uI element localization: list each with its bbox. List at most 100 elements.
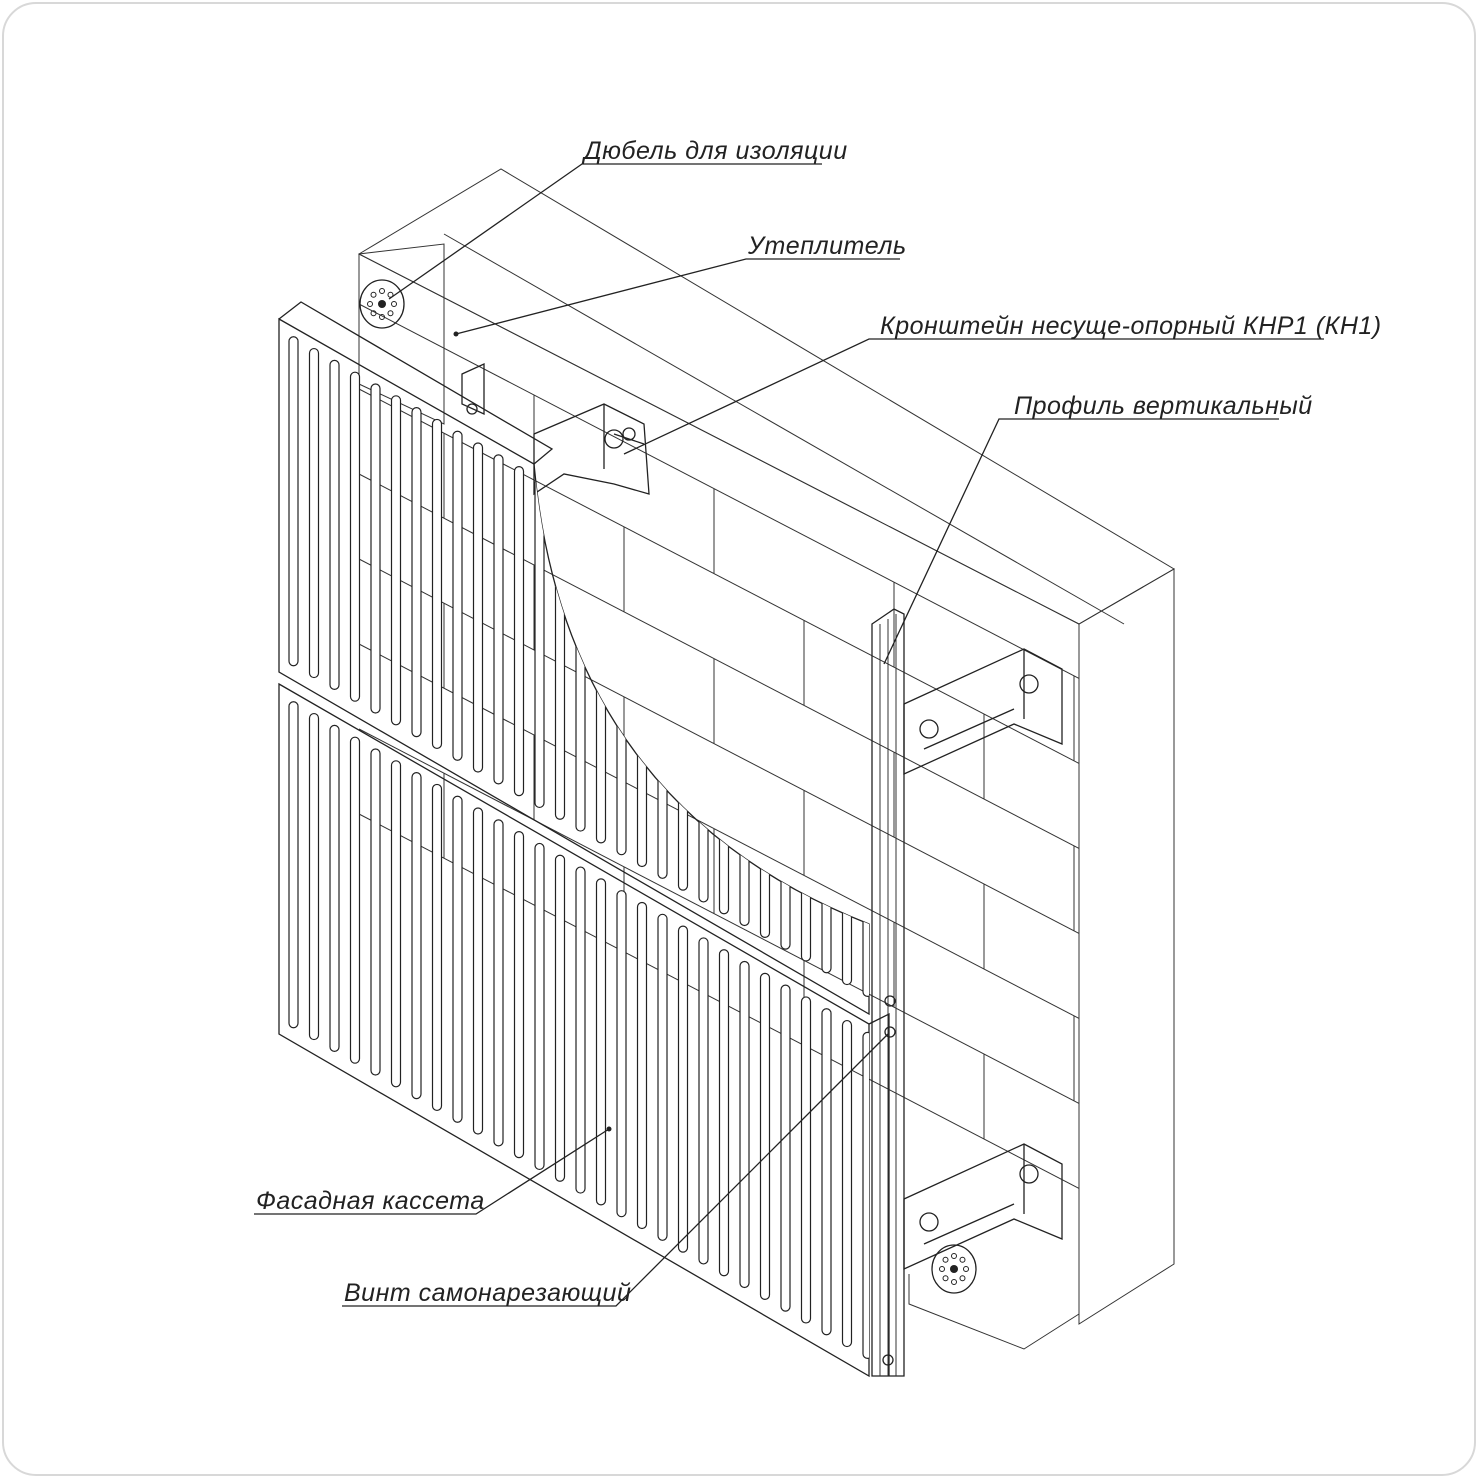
cassette-slot xyxy=(493,819,504,1147)
cassette-slot xyxy=(616,890,627,1218)
cassette-slot xyxy=(554,489,566,820)
cassette-slot xyxy=(288,701,299,1029)
cassette-slot xyxy=(411,407,422,738)
cassette-slot xyxy=(513,831,525,1159)
bracket-bottom xyxy=(903,1143,1063,1271)
cassette-slot xyxy=(862,666,869,997)
label-screw-text: Винт самонарезающий xyxy=(344,1279,631,1307)
cassette-slot xyxy=(821,643,832,974)
cassette-slot xyxy=(759,972,771,1300)
cassette-slot xyxy=(452,795,463,1123)
cassette-slot xyxy=(349,736,361,1064)
wall-side-face xyxy=(1078,568,1175,1325)
dowel-hole xyxy=(391,301,397,307)
cassette-slot xyxy=(698,572,709,903)
label-screw: Винт самонарезающий xyxy=(342,1033,889,1307)
label-dowel: Дюбель для изоляции xyxy=(388,137,848,300)
cassette-slot xyxy=(554,854,566,1182)
cassette-slot xyxy=(841,1019,853,1348)
cassette-slot xyxy=(472,807,484,1135)
brick-course-line xyxy=(359,388,1079,764)
cassette-slot xyxy=(431,418,443,750)
brick-course-line xyxy=(359,728,1079,1104)
dowel-hole xyxy=(387,310,394,317)
facade-diagram: Дюбель для изоляции Утеплитель Кронштейн… xyxy=(254,137,1382,1378)
cassette-slot xyxy=(677,925,689,1253)
cassette-slot xyxy=(370,748,381,1076)
cassette-slot xyxy=(329,724,340,1052)
cassette-slot xyxy=(780,619,791,950)
cassette-slot xyxy=(452,430,463,761)
cassette-slot xyxy=(472,442,484,773)
cassette-slot xyxy=(329,359,340,690)
dowel-hole xyxy=(942,1275,949,1282)
cassette-slot xyxy=(718,949,730,1277)
cassette-slot xyxy=(370,383,381,714)
dowel-hole xyxy=(367,301,373,307)
label-cassette-text: Фасадная кассета xyxy=(256,1187,485,1215)
cassette-slot xyxy=(739,960,750,1289)
self-tapping-screws xyxy=(466,403,896,1366)
dowel-hole xyxy=(959,1275,966,1282)
cassette-slot xyxy=(616,525,627,856)
cassette-slot xyxy=(595,513,607,844)
cassette-slot xyxy=(534,842,545,1171)
cassette-slot xyxy=(800,996,812,1324)
insulation-bottom xyxy=(908,1274,1080,1350)
bracket-middle xyxy=(903,648,1063,776)
cassette-slot xyxy=(288,336,299,667)
facade-cassette-lower xyxy=(278,682,890,1378)
dowel-hole xyxy=(951,1253,957,1259)
dowel-hole xyxy=(959,1256,966,1263)
cassette-slot xyxy=(800,631,812,962)
cassette-slot xyxy=(431,783,443,1112)
dowel-hole xyxy=(370,291,377,298)
label-bracket-text: Кронштейн несуще-опорный КНР1 (КН1) xyxy=(880,312,1382,340)
cassette-slot xyxy=(575,866,586,1194)
cassette-slot xyxy=(698,937,709,1265)
cassette-slot xyxy=(308,347,320,679)
cassette-slot xyxy=(493,454,504,785)
brick-course-line xyxy=(359,303,1079,679)
label-profile-text: Профиль вертикальный xyxy=(1014,392,1313,420)
label-cassette: Фасадная кассета xyxy=(254,1126,612,1215)
label-insulation-text: Утеплитель xyxy=(747,232,907,260)
cassette-slot xyxy=(595,878,607,1206)
dowel-hole xyxy=(939,1266,945,1272)
cassette-slot xyxy=(575,501,586,832)
insulation-dowel-bottom xyxy=(931,1244,977,1294)
cassette-slot xyxy=(349,371,361,702)
brick-courses xyxy=(359,303,1079,1189)
cassette-slot xyxy=(759,607,771,938)
cassette-slot xyxy=(821,1008,832,1336)
vertical-profile xyxy=(461,362,905,1377)
cassette-slot xyxy=(780,984,791,1312)
cassette-slot xyxy=(308,712,320,1041)
cassette-slot xyxy=(657,913,668,1241)
cassette-slot xyxy=(636,536,648,868)
insulation-dowel-top xyxy=(359,279,405,329)
insulation-edge xyxy=(443,233,1125,625)
cassette-slot xyxy=(657,548,668,879)
cassette-slot xyxy=(411,772,422,1100)
wall-front-edge xyxy=(358,253,1080,1324)
bracket-top xyxy=(533,403,650,496)
cassette-slot xyxy=(841,654,853,986)
label-dowel-text: Дюбель для изоляции xyxy=(581,137,848,165)
dowel-hole xyxy=(379,314,385,320)
dowel-hole xyxy=(379,288,385,294)
dowel-hole xyxy=(963,1266,969,1272)
dowel-hole xyxy=(370,310,377,317)
dowel-hole xyxy=(951,1279,957,1285)
cassette-slot xyxy=(513,466,525,797)
cassette-slot xyxy=(390,760,402,1088)
label-bracket: Кронштейн несуще-опорный КНР1 (КН1) xyxy=(623,312,1382,455)
insulation-block xyxy=(358,243,445,425)
label-profile: Профиль вертикальный xyxy=(883,392,1313,665)
label-insulation: Утеплитель xyxy=(453,232,907,337)
brick-wall xyxy=(357,168,1175,1325)
dowel-hole xyxy=(942,1256,949,1263)
cassette-slot xyxy=(390,395,402,726)
cassette-slot xyxy=(862,1031,869,1359)
